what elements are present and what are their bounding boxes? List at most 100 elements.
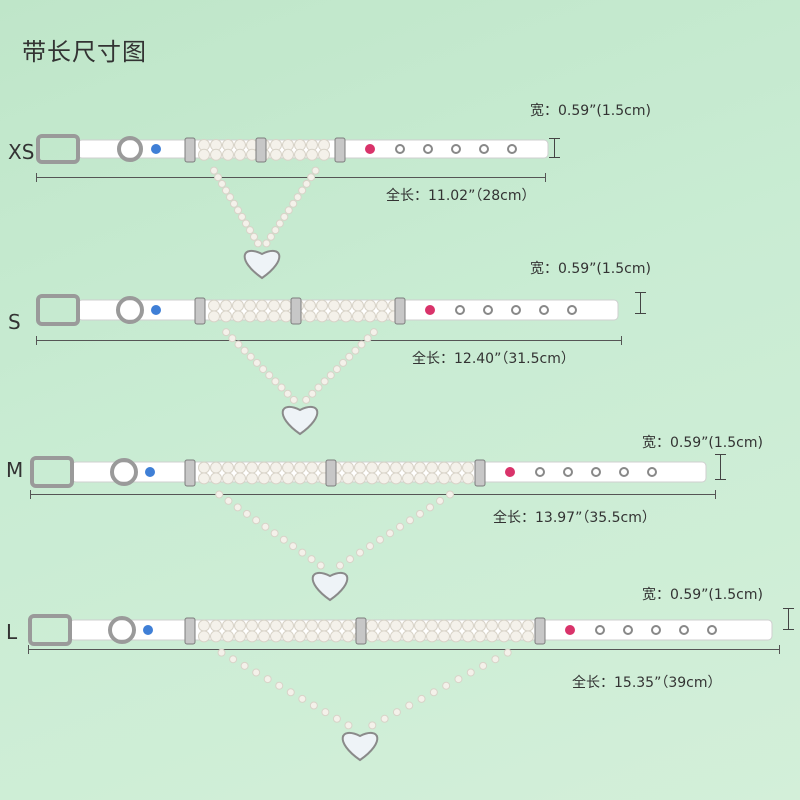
width-marker xyxy=(715,454,726,480)
pearl xyxy=(282,630,294,643)
size-row-xs: XS 宽：0.59”(1.5cm) 全长：11.02”（28cm） xyxy=(0,100,800,280)
chain-pearl xyxy=(339,358,348,367)
chain-pearl xyxy=(218,179,226,188)
pearl xyxy=(234,472,246,485)
metal-clasp xyxy=(184,617,196,645)
chain-pearl xyxy=(346,555,354,564)
pearl xyxy=(222,630,234,643)
chain-pearl xyxy=(242,509,251,518)
pearl xyxy=(366,630,378,643)
metal-clasp xyxy=(290,297,302,325)
pearl xyxy=(306,461,318,474)
pearl xyxy=(330,619,342,632)
pearl xyxy=(402,619,414,632)
pearl xyxy=(354,472,366,485)
pearl xyxy=(522,619,534,632)
chain-pearl xyxy=(230,199,238,208)
blue-gem xyxy=(151,144,161,154)
pearl xyxy=(220,310,232,323)
pearl xyxy=(366,619,378,632)
chain-pearl xyxy=(429,688,438,697)
pearl xyxy=(246,472,258,485)
chain-pearl xyxy=(229,655,238,664)
chain-pearl xyxy=(289,542,298,551)
chain-pearl xyxy=(326,371,335,380)
strap-hole xyxy=(623,625,633,635)
pearl xyxy=(306,630,318,643)
pearl xyxy=(376,310,388,323)
chain-pearl xyxy=(392,708,401,717)
chain-pearl xyxy=(309,701,318,710)
pearl xyxy=(304,299,316,312)
pearl xyxy=(366,472,378,485)
pearl xyxy=(210,619,222,632)
pearl xyxy=(450,630,462,643)
d-ring xyxy=(110,458,138,486)
pearl xyxy=(270,148,282,161)
length-dimension-line xyxy=(36,173,546,182)
pearl xyxy=(246,619,258,632)
pink-gem xyxy=(425,305,435,315)
heart-pendant-icon xyxy=(341,731,379,762)
chain-pearl xyxy=(332,365,341,374)
chain-pearl xyxy=(332,714,341,723)
pearl xyxy=(510,630,522,643)
pearl xyxy=(342,630,354,643)
pearl xyxy=(258,472,270,485)
pearl xyxy=(426,630,438,643)
pearl xyxy=(280,299,292,312)
pearl xyxy=(378,461,390,474)
chain-pearl xyxy=(406,516,414,525)
chain-pearl xyxy=(316,561,325,570)
strap-hole xyxy=(679,625,689,635)
strap-hole xyxy=(539,305,549,315)
chain-pearl xyxy=(280,212,289,221)
pearl xyxy=(328,299,340,312)
d-ring xyxy=(116,296,144,324)
pearl xyxy=(258,461,270,474)
chain-pearl xyxy=(363,334,372,343)
chain-pearl xyxy=(214,173,222,182)
chain-pearl xyxy=(369,328,378,337)
pearl xyxy=(426,619,438,632)
chain-pearl xyxy=(233,503,242,512)
metal-clasp xyxy=(334,137,346,163)
chain-pearl xyxy=(298,186,307,195)
pearl xyxy=(342,619,354,632)
chain-pearl xyxy=(240,346,249,355)
width-marker xyxy=(549,138,560,158)
pearl xyxy=(258,630,270,643)
pearl xyxy=(232,310,244,323)
pearl xyxy=(198,148,210,161)
strap-hole xyxy=(479,144,489,154)
pearl xyxy=(198,619,210,632)
chain-pearl xyxy=(405,701,414,710)
chain-pearl xyxy=(240,661,249,670)
chain-pearl xyxy=(446,490,454,499)
pearl xyxy=(450,619,462,632)
width-text: 宽：0.59”(1.5cm) xyxy=(642,587,763,603)
pearl xyxy=(462,630,474,643)
pearl xyxy=(316,310,328,323)
pearl xyxy=(402,630,414,643)
pearl xyxy=(450,472,462,485)
pearl xyxy=(438,472,450,485)
size-label: M xyxy=(6,458,24,482)
strap-hole xyxy=(455,305,465,315)
pearl xyxy=(222,148,234,161)
chain-pearl xyxy=(436,496,444,505)
pearl xyxy=(364,310,376,323)
width-text: 宽：0.59”(1.5cm) xyxy=(530,103,651,119)
chain-pearl xyxy=(308,389,317,398)
width-text: 宽：0.59”(1.5cm) xyxy=(642,435,763,451)
chain-pearl xyxy=(250,232,258,241)
chain-pearl xyxy=(265,371,274,380)
pearl xyxy=(498,619,510,632)
pearl xyxy=(234,148,246,161)
chain-pearl xyxy=(242,219,250,228)
chain-pearl xyxy=(368,721,377,730)
collar-m xyxy=(30,456,707,602)
length-dimension-line xyxy=(28,645,780,654)
chain-pearl xyxy=(275,681,284,690)
chain-pearl xyxy=(298,548,307,557)
